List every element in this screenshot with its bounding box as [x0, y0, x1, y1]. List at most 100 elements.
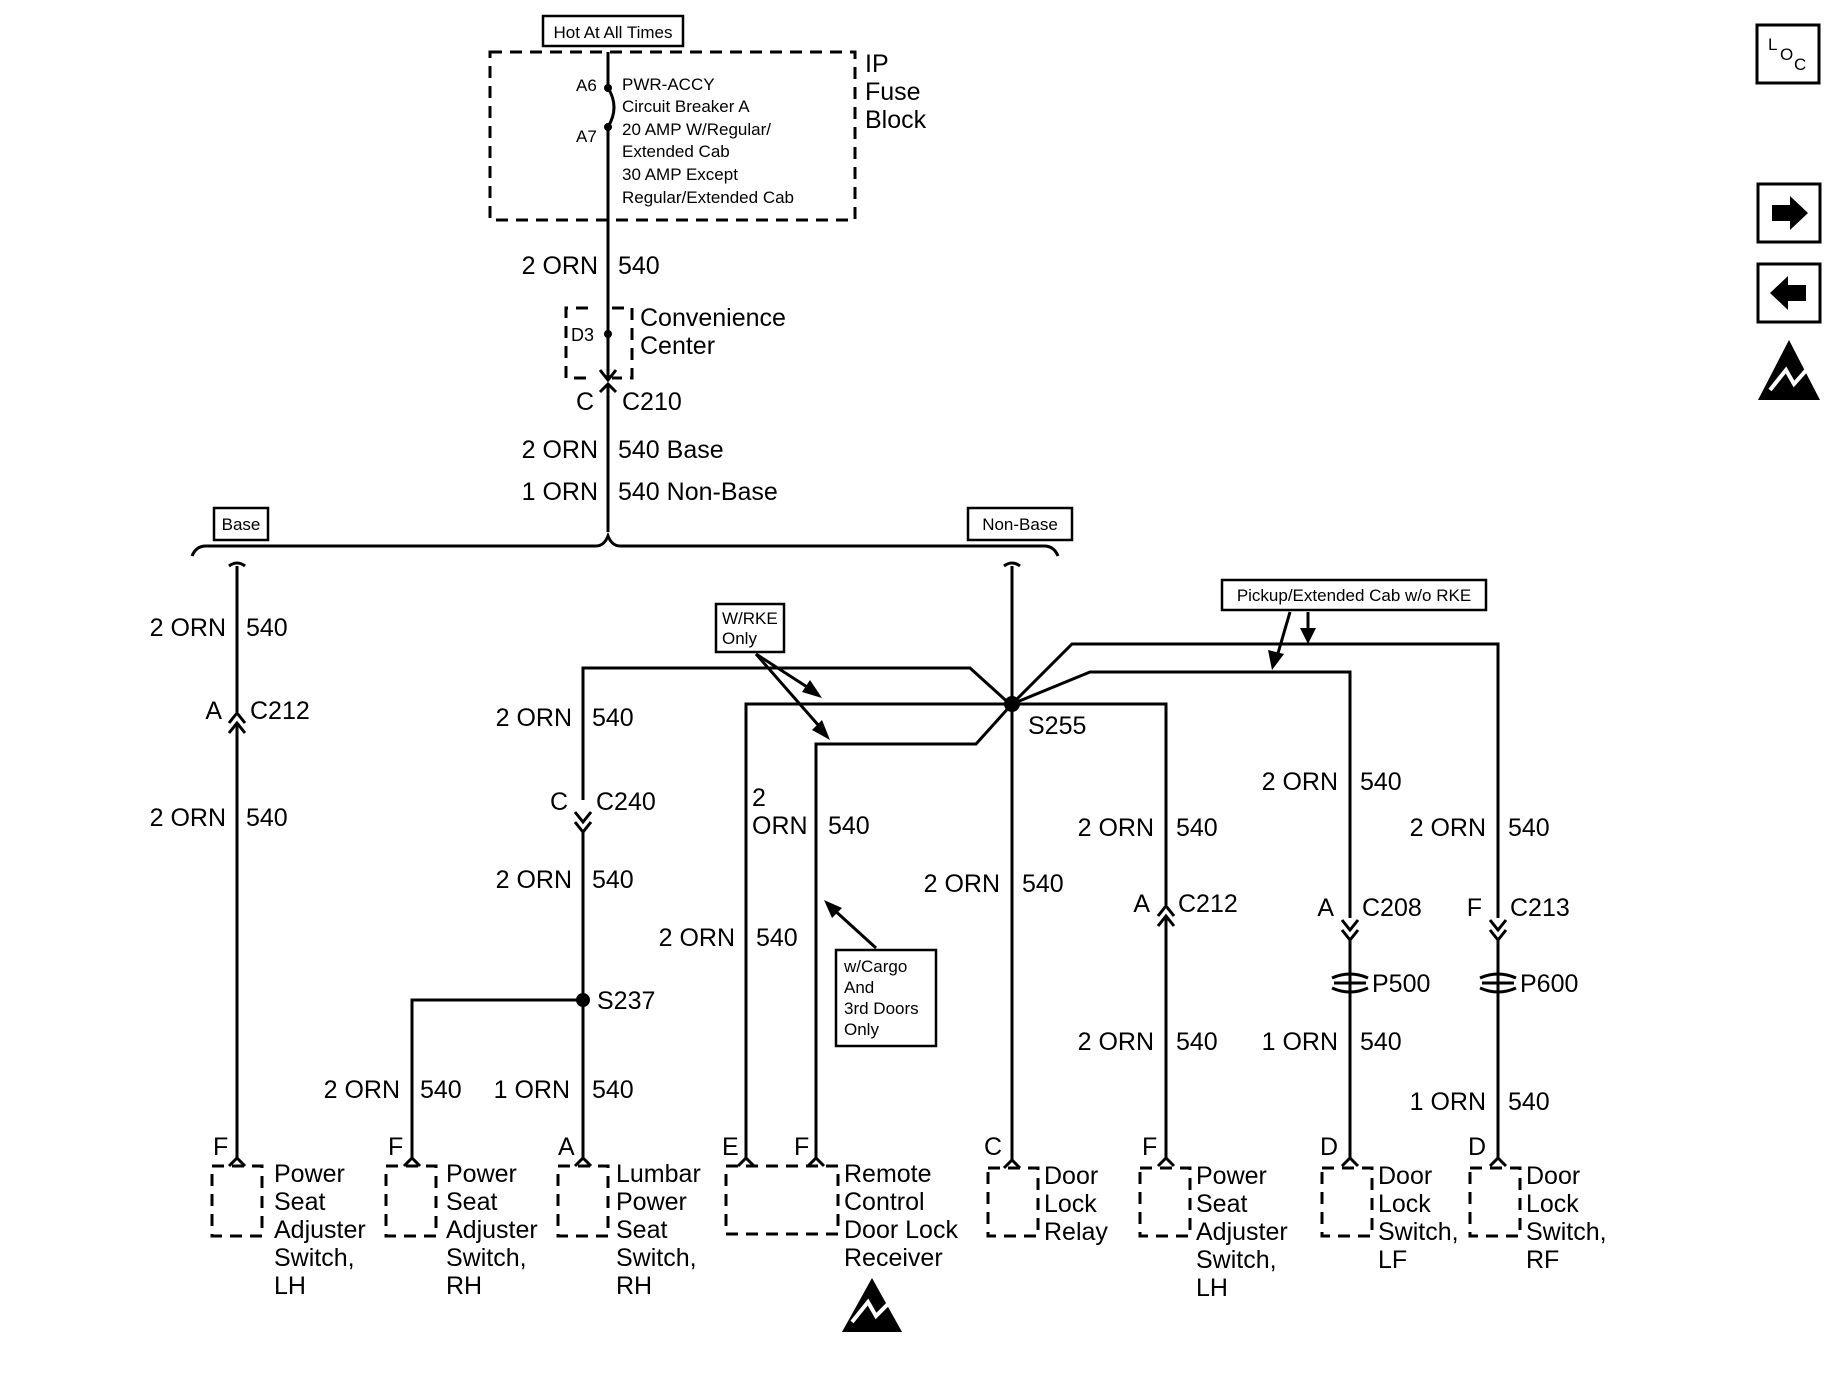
seat-rh-circuit: 540: [420, 1076, 462, 1104]
component-2-label-1: Power: [446, 1160, 517, 1188]
base-branch: 2 ORN 540 A C212 2 ORN 540: [150, 561, 310, 1158]
component-power-seat-lh: F Power Seat Adjuster Switch, LH: [210, 1133, 366, 1300]
splice-s255-label: S255: [1028, 712, 1086, 740]
component-5-label-2: Lock: [1044, 1190, 1097, 1218]
rf-wire2-circuit: 540: [1508, 1088, 1550, 1116]
component-6-label-1: Power: [1196, 1162, 1267, 1190]
base-tag: Base: [222, 515, 261, 534]
base-wire-circuit: 540 Base: [618, 436, 724, 464]
rf-wire2-gauge: 1 ORN: [1410, 1088, 1486, 1116]
component-3-label-2: Power: [616, 1188, 687, 1216]
base-conn-pin: A: [205, 697, 222, 725]
component-6-pin: F: [1142, 1133, 1157, 1161]
component-1-label-5: LH: [274, 1272, 306, 1300]
rf-wire1-circuit: 540: [1508, 814, 1550, 842]
component-8-label-3: Switch,: [1526, 1218, 1607, 1246]
lumbar-wire2-circuit: 540: [592, 866, 634, 894]
component-5-pin: C: [984, 1133, 1002, 1161]
cargo-tag-line2: And: [844, 978, 874, 997]
base-wire2-circuit: 540: [246, 804, 288, 832]
component-6-label-3: Adjuster: [1196, 1218, 1288, 1246]
component-7-label-2: Lock: [1378, 1190, 1431, 1218]
component-4-label-1: Remote: [844, 1160, 932, 1188]
component-4-label-2: Control: [844, 1188, 925, 1216]
feed-wire-circuit: 540: [618, 252, 660, 280]
component-8-pin: D: [1468, 1133, 1486, 1161]
next-page-button[interactable]: [1756, 182, 1822, 244]
component-8-label-1: Door: [1526, 1162, 1580, 1190]
rke-tag-line2: Only: [722, 629, 757, 648]
rf-wire1-gauge: 2 ORN: [1410, 814, 1486, 842]
locator-button[interactable]: L O C: [1755, 23, 1821, 85]
seat-rh-branch: 2 ORN 540 C C240 2 ORN 540 S237 2 ORN 54…: [324, 666, 1014, 1158]
lumbar-gauge: 1 ORN: [494, 1076, 570, 1104]
circuit-breaker-symbol: [606, 87, 616, 128]
lh-conn-c212: C212: [1178, 890, 1238, 918]
component-4-label-3: Door Lock: [844, 1216, 958, 1244]
component-3-label-4: Switch,: [616, 1244, 697, 1272]
remote-e-gauge: 2 ORN: [659, 924, 735, 952]
base-wire-gauge: 2 ORN: [522, 436, 598, 464]
component-2-pin: F: [388, 1133, 403, 1161]
locator-o: O: [1780, 45, 1793, 64]
component-7-label-1: Door: [1378, 1162, 1432, 1190]
convenience-center-title-2: Center: [640, 332, 715, 360]
remote-f-circuit: 540: [828, 812, 870, 840]
lf-conn-c208: C208: [1362, 894, 1422, 922]
remote-e-circuit: 540: [756, 924, 798, 952]
remote-f-gauge-1: 2: [752, 784, 766, 812]
lf-wire2-circuit: 540: [1360, 1028, 1402, 1056]
c210-connector: C210: [622, 388, 682, 416]
convenience-center-title-1: Convenience: [640, 304, 786, 332]
nonbase-wire-gauge: 1 ORN: [522, 478, 598, 506]
esd-warning-icon[interactable]: [1758, 340, 1820, 400]
breaker-line-5: 30 AMP Except: [622, 165, 738, 184]
prev-page-button[interactable]: [1756, 262, 1822, 324]
component-door-lock-switch-lf: D Door Lock Switch, LF: [1320, 1133, 1459, 1274]
ip-fuse-block: Hot At All Times IP Fuse Block A6 A7 PWR…: [488, 14, 927, 305]
base-wire2-gauge: 2 ORN: [150, 804, 226, 832]
component-2-label-4: Switch,: [446, 1244, 527, 1272]
lf-p500: P500: [1372, 970, 1430, 998]
component-5-label-1: Door: [1044, 1162, 1098, 1190]
pin-a7: A7: [576, 127, 597, 146]
fuse-block-title-1: IP: [865, 50, 889, 78]
component-2-label-3: Adjuster: [446, 1216, 538, 1244]
pickup-tag: Pickup/Extended Cab w/o RKE: [1237, 586, 1471, 605]
component-3-pin: A: [558, 1133, 575, 1161]
cargo-tag-line3: 3rd Doors: [844, 999, 919, 1018]
lf-wire1-circuit: 540: [1360, 768, 1402, 796]
p500-passthrough: [1331, 972, 1369, 994]
lh-conn-pin: A: [1133, 890, 1150, 918]
lumbar-conn-pin: C: [550, 788, 568, 816]
component-6-label-5: LH: [1196, 1274, 1228, 1302]
component-door-lock-relay: C Door Lock Relay: [984, 1133, 1108, 1246]
component-1-label-4: Switch,: [274, 1244, 355, 1272]
locator-l: L: [1768, 35, 1777, 54]
relay-gauge: 2 ORN: [924, 870, 1000, 898]
component-4-label-4: Receiver: [844, 1244, 943, 1272]
locator-c: C: [1794, 55, 1806, 74]
option-brace: [190, 531, 1060, 557]
breaker-line-4: Extended Cab: [622, 142, 730, 161]
components: F Power Seat Adjuster Switch, LH F Power…: [210, 1133, 1607, 1332]
component-7-label-3: Switch,: [1378, 1218, 1459, 1246]
breaker-line-3: 20 AMP W/Regular/: [622, 120, 771, 139]
component-power-seat-rh: F Power Seat Adjuster Switch, RH: [384, 1133, 538, 1300]
component-1-pin: F: [213, 1133, 228, 1161]
lh-wire1-gauge: 2 ORN: [1078, 814, 1154, 842]
breaker-line-6: Regular/Extended Cab: [622, 188, 794, 207]
cargo-tag-line1: w/Cargo: [843, 957, 907, 976]
component-door-lock-switch-rf: D Door Lock Switch, RF: [1468, 1133, 1607, 1274]
component-2-label-2: Seat: [446, 1188, 497, 1216]
hot-at-all-times-label: Hot At All Times: [553, 23, 672, 42]
c210-pin: C: [576, 388, 594, 416]
lumbar-wire2-gauge: 2 ORN: [496, 866, 572, 894]
component-5-label-3: Relay: [1044, 1218, 1108, 1246]
rf-conn-c213: C213: [1510, 894, 1570, 922]
remote-f-gauge-2: ORN: [752, 812, 808, 840]
component-remote-receiver: E F Remote Control Door Lock Receiver: [722, 1133, 958, 1332]
lumbar-wire1-circuit: 540: [592, 704, 634, 732]
component-power-seat-lh-nonbase: F Power Seat Adjuster Switch, LH: [1138, 1133, 1288, 1302]
